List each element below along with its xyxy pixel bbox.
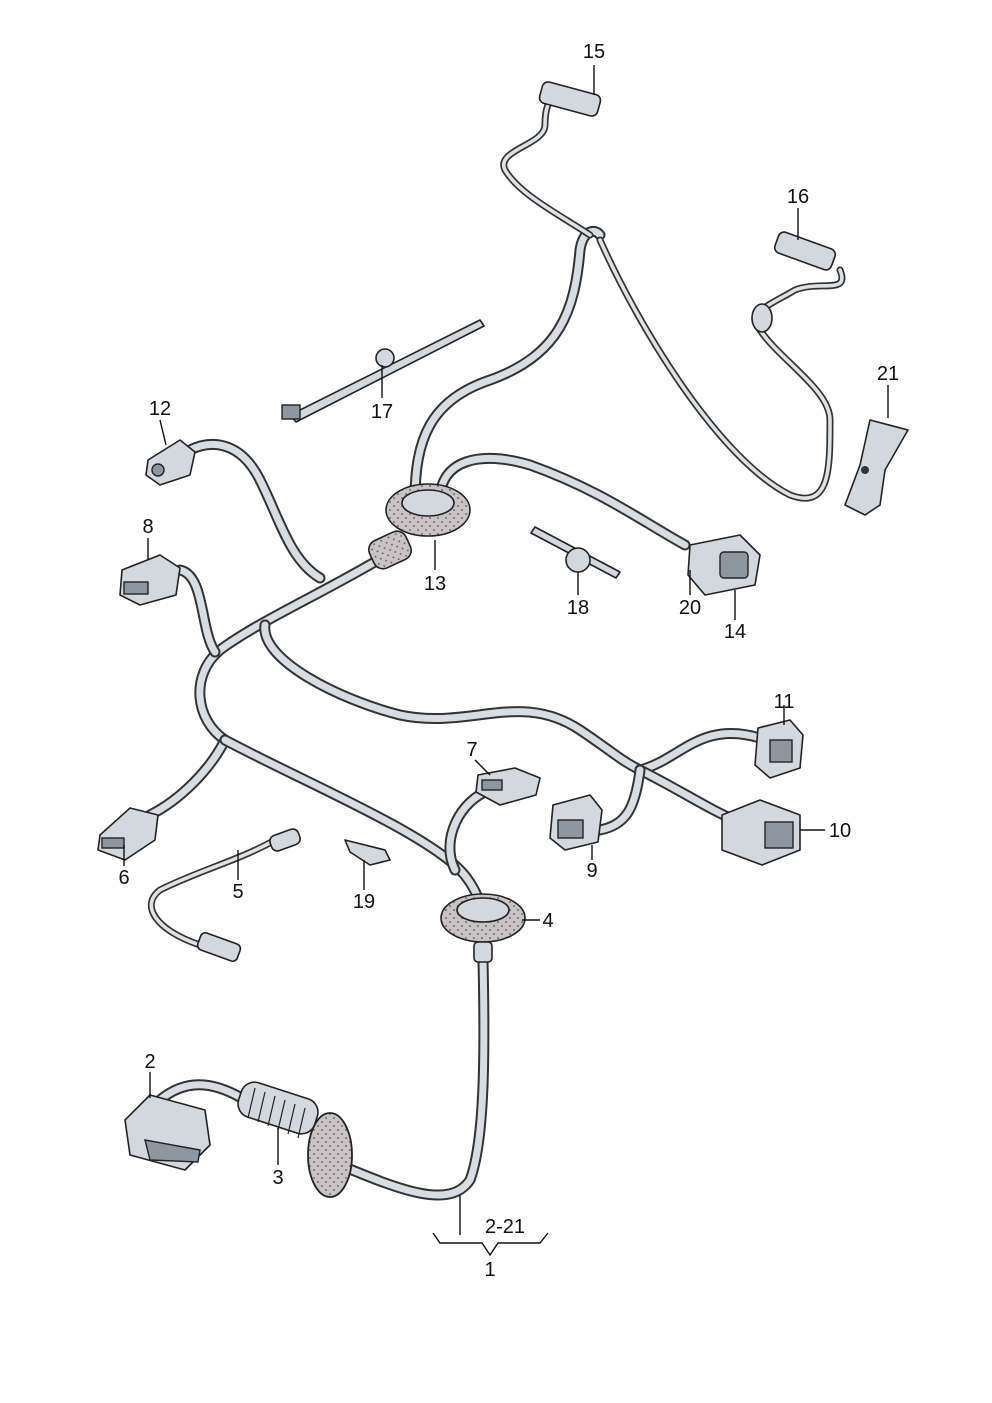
callout-3: 3	[272, 1167, 283, 1189]
callout-15: 15	[583, 41, 605, 63]
connector-6	[97, 807, 159, 861]
leader-lines	[123, 65, 889, 1257]
callout-5: 5	[232, 881, 243, 903]
connector-2	[124, 1094, 211, 1171]
connector-9	[549, 794, 603, 851]
callout-4: 4	[542, 910, 553, 932]
callout-range: 2-21	[485, 1216, 525, 1238]
sensor-15	[538, 81, 602, 117]
callout-12: 12	[149, 398, 171, 420]
bellows-grommet-3	[237, 1081, 353, 1198]
callout-17: 17	[371, 401, 393, 423]
callout-6: 6	[118, 867, 129, 889]
callout-labels: 15 16 21 12 17 8 13 18 20 14 11 7 10 9 6…	[118, 41, 899, 1281]
bracket-21	[844, 419, 909, 516]
callout-16: 16	[787, 186, 809, 208]
callout-8: 8	[142, 516, 153, 538]
callout-21: 21	[877, 363, 899, 385]
callout-13: 13	[424, 573, 446, 595]
callout-19: 19	[353, 891, 375, 913]
clip-18	[530, 526, 621, 579]
connector-10	[721, 799, 801, 866]
cable-tie-17	[281, 319, 485, 423]
callout-11: 11	[774, 691, 795, 713]
connector-14	[687, 534, 761, 596]
callout-10: 10	[829, 820, 851, 842]
callout-2: 2	[144, 1051, 155, 1073]
harness-cables	[144, 225, 766, 1201]
callout-20: 20	[679, 597, 701, 619]
callout-1: 1	[484, 1259, 495, 1281]
clip-19	[344, 839, 391, 866]
callout-18: 18	[567, 597, 589, 619]
callout-9: 9	[586, 860, 597, 882]
grommet-4	[440, 893, 526, 963]
connector-11	[754, 719, 804, 779]
connector-12	[145, 439, 196, 486]
grommet-13	[368, 483, 471, 570]
callout-7: 7	[466, 739, 477, 761]
sensor-leads	[147, 91, 846, 949]
connector-8	[119, 554, 181, 606]
connector-7	[475, 767, 541, 806]
sensor-16	[751, 231, 837, 333]
callout-14: 14	[724, 621, 746, 643]
sensor-5	[196, 828, 301, 963]
